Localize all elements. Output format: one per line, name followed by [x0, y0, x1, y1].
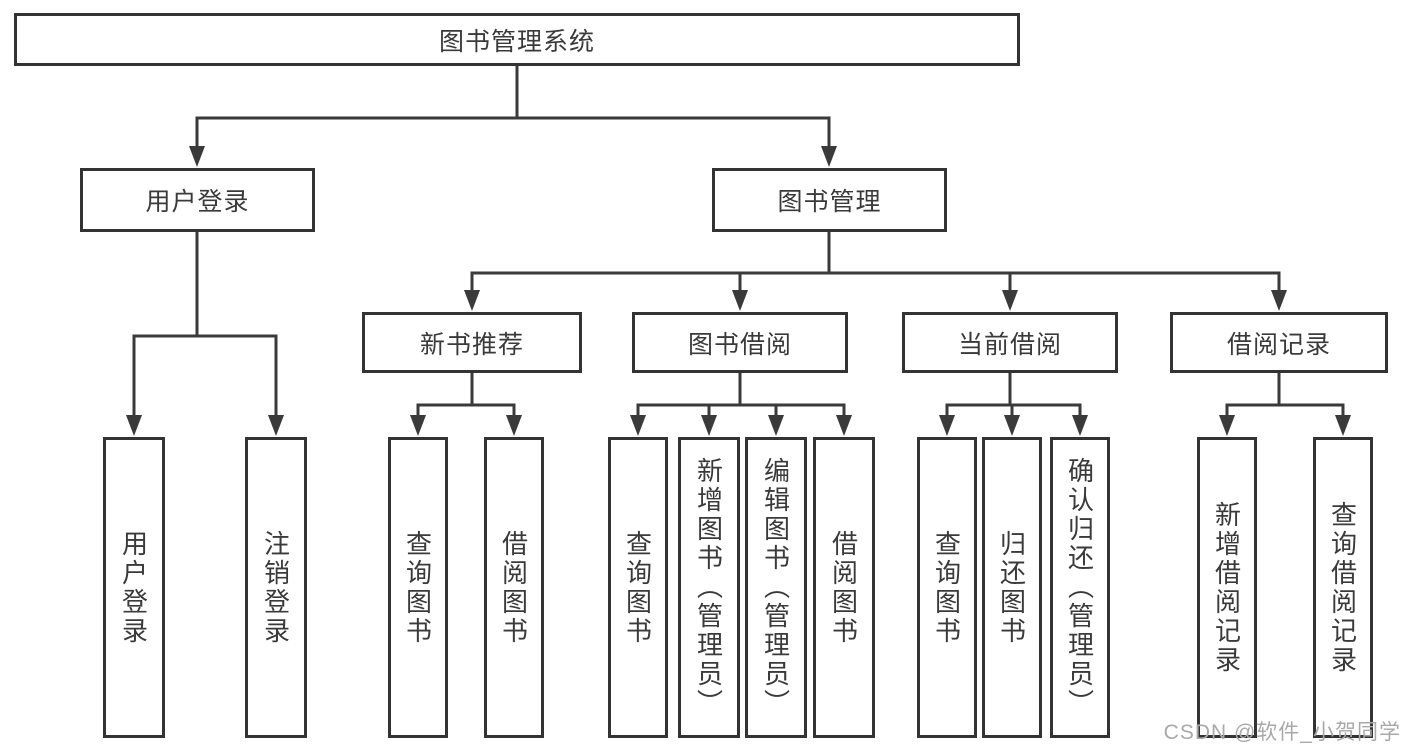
node-current-borrowing: 当前借阅 — [902, 312, 1118, 373]
node-new-book-recommendation: 新书推荐 — [362, 312, 582, 373]
node-borrow-records: 借阅记录 — [1170, 312, 1388, 373]
leaf-query-books: 查询图书 — [917, 437, 977, 738]
leaf-return-books: 归还图书 — [982, 437, 1042, 738]
leaf-add-books-admin: 新增图书（管理员） — [678, 437, 740, 738]
leaf-add-borrow-record: 新增借阅记录 — [1197, 437, 1257, 738]
node-book-management: 图书管理 — [712, 168, 947, 232]
leaf-confirm-return-admin: 确认归还（管理员） — [1050, 437, 1110, 738]
leaf-query-books: 查询图书 — [388, 437, 448, 738]
node-book-borrowing: 图书借阅 — [632, 312, 848, 373]
leaf-query-books: 查询图书 — [608, 437, 668, 738]
leaf-borrow-books: 借阅图书 — [813, 437, 875, 738]
node-user-login: 用户登录 — [80, 168, 315, 232]
leaf-borrow-books: 借阅图书 — [484, 437, 544, 738]
node-library-management-system: 图书管理系统 — [14, 13, 1020, 66]
leaf-user-login: 用户登录 — [103, 437, 165, 738]
leaf-query-borrow-record: 查询借阅记录 — [1313, 437, 1373, 738]
leaf-edit-books-admin: 编辑图书（管理员） — [745, 437, 807, 738]
csdn-watermark: CSDN @软件_小贺同学 — [1163, 721, 1401, 744]
leaf-logout: 注销登录 — [245, 437, 307, 738]
